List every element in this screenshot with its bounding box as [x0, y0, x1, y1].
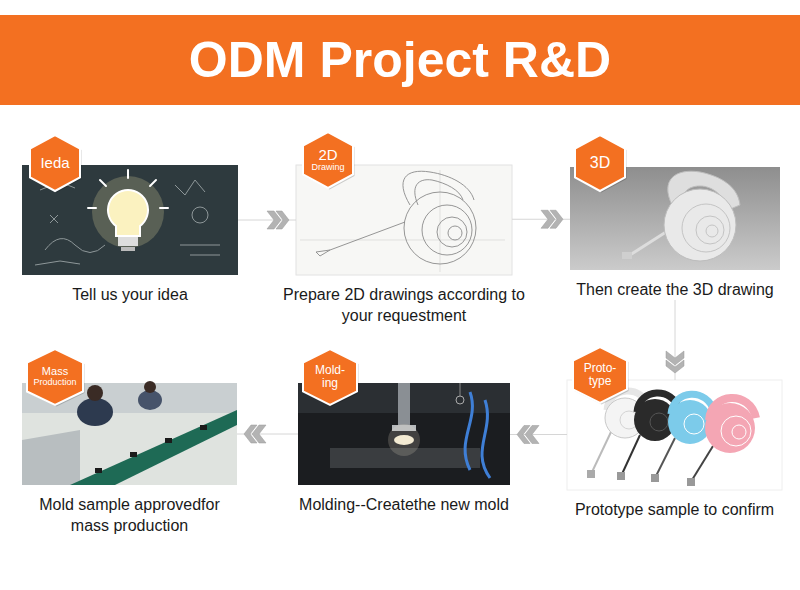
title-bar: ODM Project R&D [0, 15, 800, 105]
step-panel: Prototype sample to confirmProto- type [567, 380, 782, 520]
step-caption: Prepare 2D drawings according to your re… [279, 284, 529, 326]
step-panel: Mold sample approvedfor mass productionM… [22, 383, 237, 536]
step-caption: Mold sample approvedfor mass production [22, 494, 237, 536]
badge-text: Mass [42, 366, 68, 378]
step-caption: Then create the 3D drawing [560, 279, 790, 300]
badge-text: 2D [318, 147, 337, 163]
step-caption: Tell us your idea [15, 284, 245, 305]
step-badge: Mold- ing [302, 348, 358, 406]
flow-arrow [237, 434, 298, 435]
badge-label: Ieda [40, 155, 69, 171]
step-panel: Then create the 3D drawing3D [570, 167, 780, 300]
flow-arrow [510, 434, 567, 435]
badge-text: Mold- ing [309, 364, 351, 390]
badge-text: Ieda [40, 155, 69, 171]
badge-label: MassProduction [33, 366, 76, 388]
step-caption: Prototype sample to confirm [555, 499, 795, 520]
badge-label: 3D [590, 154, 610, 171]
step-panel: Prepare 2D drawings according to your re… [296, 165, 512, 326]
step-panel: Tell us your ideaIeda [22, 165, 238, 305]
step-badge: 3D [574, 134, 626, 192]
badge-label: Mold- ing [309, 364, 351, 390]
badge-label: 2DDrawing [311, 147, 344, 173]
flow-arrow [238, 220, 296, 221]
badge-text: Drawing [311, 163, 344, 173]
badge-text: Production [33, 378, 76, 388]
step-badge: MassProduction [26, 348, 84, 406]
title-band [0, 15, 800, 105]
badge-text: Proto- type [579, 362, 621, 388]
badge-label: Proto- type [579, 362, 621, 388]
step-badge: 2DDrawing [302, 131, 354, 189]
badge-text: 3D [590, 154, 610, 171]
step-badge: Proto- type [572, 346, 628, 404]
step-caption: Molding--Createthe new mold [279, 494, 529, 515]
flow-arrow [512, 219, 570, 220]
title-text: ODM Project R&D [189, 31, 611, 89]
step-badge: Ieda [29, 134, 81, 192]
step-panel: Molding--Createthe new moldMold- ing [298, 383, 510, 515]
flow-arrow [675, 300, 676, 380]
